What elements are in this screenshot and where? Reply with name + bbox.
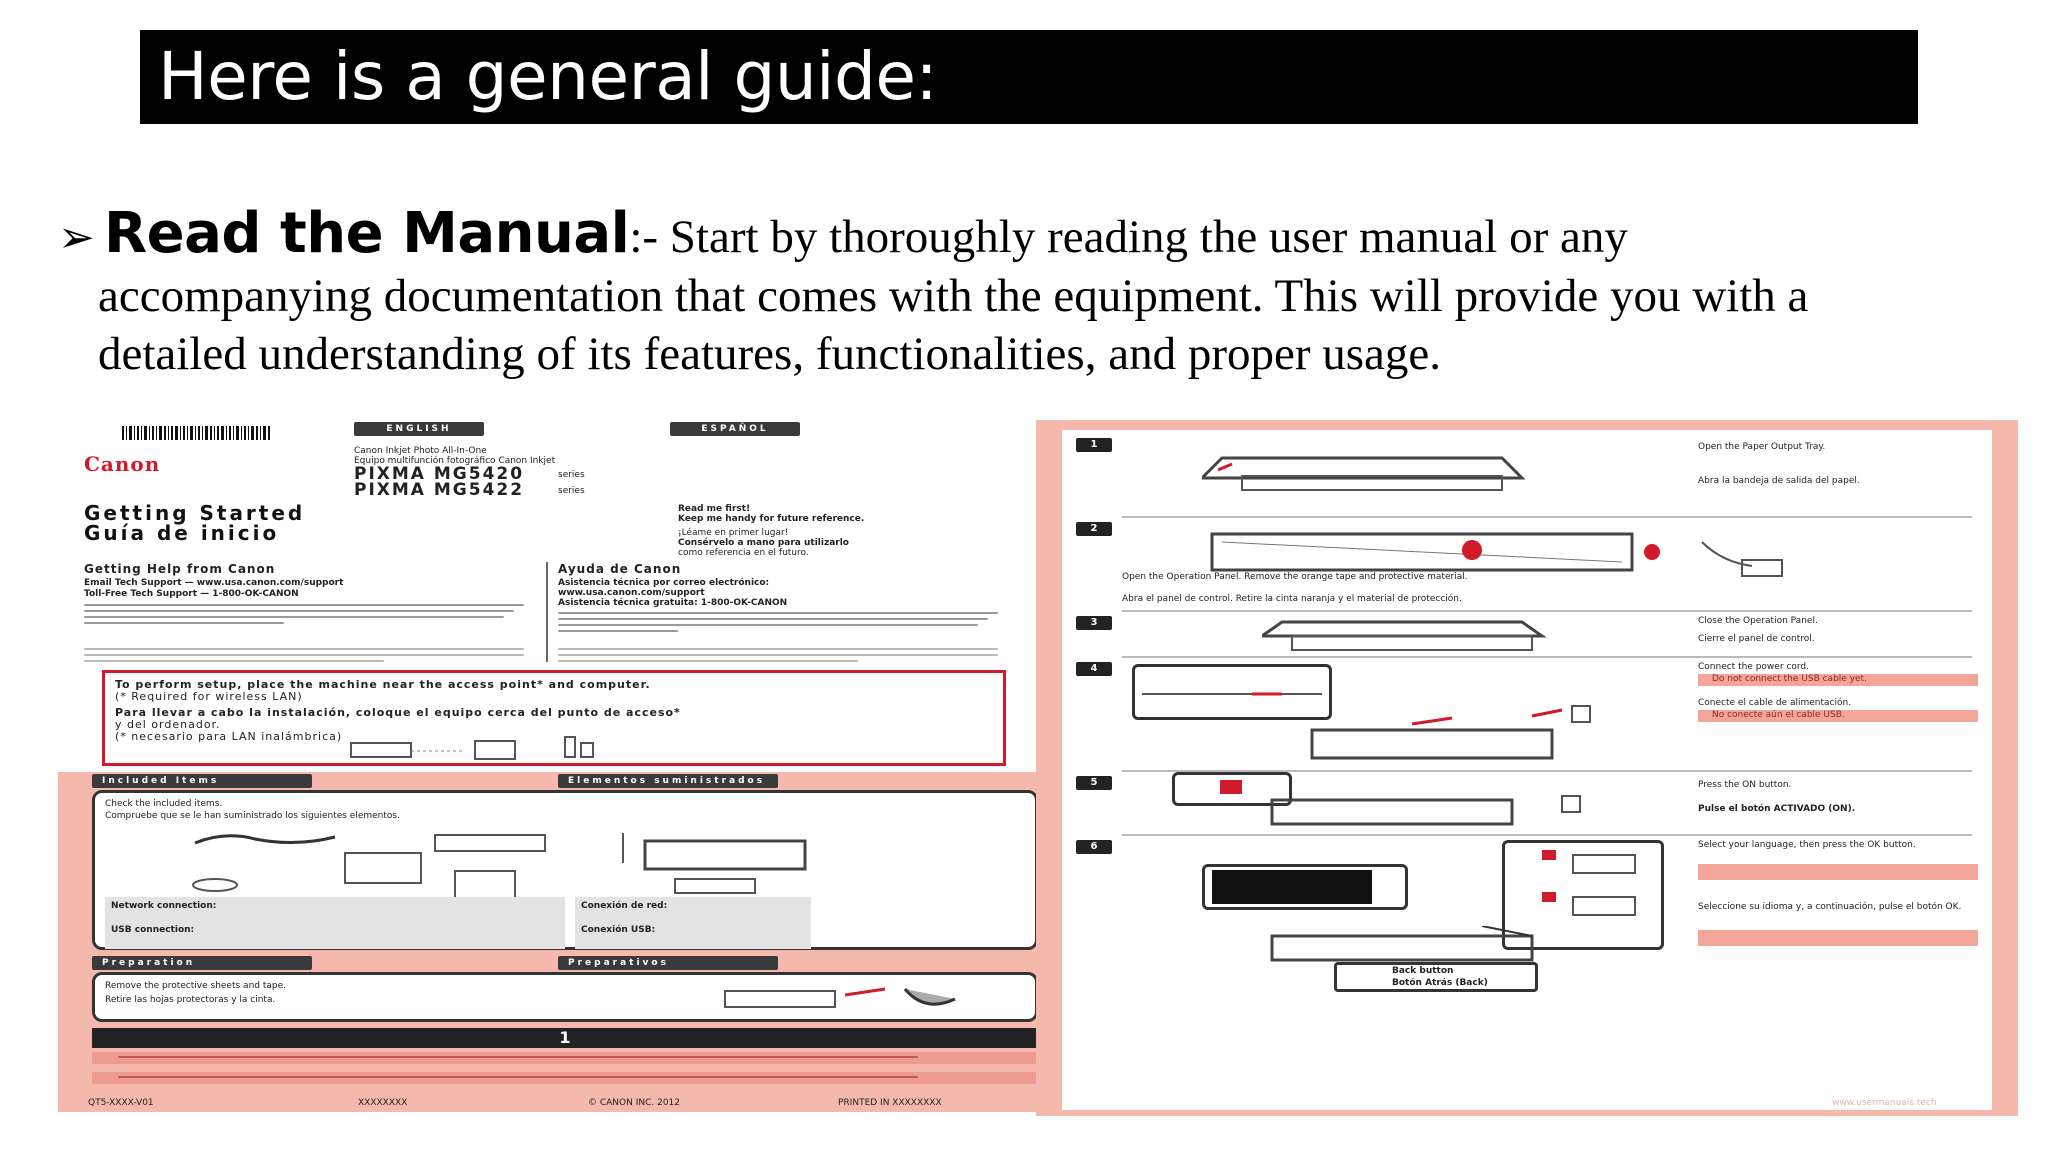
elementos-tag: Elementos suministrados xyxy=(558,774,778,788)
usb-en: USB connection: xyxy=(111,925,195,935)
footer-printed: PRINTED IN XXXXXXXX xyxy=(838,1098,942,1108)
step-5-number: 5 xyxy=(1076,776,1112,790)
step-2-es: Abra el panel de control. Retire la cint… xyxy=(1122,594,1462,604)
printer-step6-icon xyxy=(1270,926,1534,962)
preparativos-tag: Preparativos xyxy=(558,956,778,970)
step-5-en: Press the ON button. xyxy=(1698,780,1792,790)
printer-step2-icon xyxy=(1210,532,1783,577)
product-line2: Equipo multifunción fotográfico Canon In… xyxy=(354,456,556,466)
setup-en: To perform setup, place the machine near… xyxy=(115,678,651,691)
help-en-heading: Getting Help from Canon xyxy=(84,562,276,576)
setup-illustration-icon xyxy=(350,736,594,760)
remove-es: Retire las hojas protectoras y la cinta. xyxy=(105,995,276,1005)
step-3-en: Close the Operation Panel. xyxy=(1698,616,1818,626)
lang-tag-english: ENGLISH xyxy=(354,422,484,436)
bullet-first-line: ➢Read the Manual:- Start by thoroughly r… xyxy=(58,205,2008,267)
manual-right-sheet: 1 Open the Paper Output Tray. Abra la ba… xyxy=(1062,430,1992,1110)
bullet-text-line1: Start by thoroughly reading the user man… xyxy=(669,211,1628,263)
preparation-tag: Preparation xyxy=(92,956,312,970)
bullet-heading: Read the Manual xyxy=(104,201,630,266)
read-first: Read me first! xyxy=(678,504,751,514)
setup-es-3: (* necesario para LAN inalámbrica) xyxy=(115,730,343,743)
network-es: Conexión de red: xyxy=(581,901,668,911)
step-6-en: Select your language, then press the OK … xyxy=(1698,840,1916,850)
included-items-tag: Included Items xyxy=(92,774,312,788)
model-1-suffix: series xyxy=(558,470,585,480)
bullet-text-line2: accompanying documentation that comes wi… xyxy=(98,270,1809,322)
help-phone-es: Asistencia técnica gratuita: 1-800-OK-CA… xyxy=(558,598,788,608)
help-es-heading: Ayuda de Canon xyxy=(558,562,682,576)
usb-es: Conexión USB: xyxy=(581,925,656,935)
step-1-en: Open the Paper Output Tray. xyxy=(1698,442,1826,452)
step-4-en: Connect the power cord. xyxy=(1698,662,1809,672)
manual-page-right-image: 1 Open the Paper Output Tray. Abra la ba… xyxy=(1036,420,2018,1116)
lang-tag-spanish: ESPAÑOL xyxy=(670,422,800,436)
setup-en-2: (* Required for wireless LAN) xyxy=(115,690,303,703)
getting-started-heading: Getting Started xyxy=(84,501,306,525)
model-2: PIXMA MG5422 xyxy=(354,480,525,500)
canon-logo: Canon xyxy=(84,452,161,476)
arrow-bullet-icon: ➢ xyxy=(58,212,95,263)
step-1-banner: 1 xyxy=(92,1028,1038,1048)
step-3-number: 3 xyxy=(1076,616,1112,630)
back-button-es: Botón Atrás (Back) xyxy=(1392,978,1488,988)
preparation-box: Remove the protective sheets and tape. R… xyxy=(92,972,1038,1022)
setup-es-2: y del ordenador. xyxy=(115,718,221,731)
manual-page-left-image: Canon ENGLISH ESPAÑOL Canon Inkjet Photo… xyxy=(58,412,1040,1112)
slide-title: Here is a general guide: xyxy=(140,30,1918,124)
setup-notice-box: To perform setup, place the machine near… xyxy=(102,670,1006,766)
check-items-en: Check the included items. xyxy=(105,799,223,809)
bullet-separator: :- xyxy=(629,211,670,263)
help-phone-en: Toll-Free Tech Support — 1-800-OK-CANON xyxy=(84,589,299,599)
conservelo-2: como referencia en el futuro. xyxy=(678,548,809,558)
step-6-es: Seleccione su idioma y, a continuación, … xyxy=(1698,902,1962,912)
step-3-es: Cierre el panel de control. xyxy=(1698,634,1815,644)
leame: ¡Léame en primer lugar! xyxy=(678,528,789,538)
keep-handy: Keep me handy for future reference. xyxy=(678,514,865,524)
printer-step3-icon xyxy=(1262,620,1547,651)
step-6-number: 6 xyxy=(1076,840,1112,854)
help-email-es: Asistencia técnica por correo electrónic… xyxy=(558,578,770,588)
remove-en: Remove the protective sheets and tape. xyxy=(105,981,286,991)
footer-copyright: © CANON INC. 2012 xyxy=(588,1098,681,1108)
step-1-number: 1 xyxy=(1076,438,1112,452)
step-2-number: 2 xyxy=(1076,522,1112,536)
step-1-es: Abra la bandeja de salida del papel. xyxy=(1698,476,1860,486)
watermark: www.usermanuals.tech xyxy=(1832,1098,1937,1108)
product-line1: Canon Inkjet Photo All-In-One xyxy=(354,446,487,456)
model-1: PIXMA MG5420 xyxy=(354,464,525,484)
included-items-box: Check the included items. Compruebe que … xyxy=(92,790,1038,950)
step-4-number: 4 xyxy=(1076,662,1112,676)
footer-mid: XXXXXXXX xyxy=(358,1098,408,1108)
printer-step1-icon xyxy=(1202,456,1526,491)
setup-es: Para llevar a cabo la instalación, coloq… xyxy=(115,706,681,719)
network-en: Network connection: xyxy=(111,901,217,911)
step-4-es: Conecte el cable de alimentación. xyxy=(1698,698,1852,708)
usb-warning-es: No conecte aún el cable USB. xyxy=(1712,710,1845,720)
step-5-es: Pulse el botón ACTIVADO (ON). xyxy=(1698,804,1856,814)
guia-heading: Guía de inicio xyxy=(84,521,280,545)
help-email-en: Email Tech Support — www.usa.canon.com/s… xyxy=(84,578,344,588)
back-button-en: Back button xyxy=(1392,966,1454,976)
bullet-text-line3: detailed understanding of its features, … xyxy=(98,328,1441,380)
step-2-en: Open the Operation Panel. Remove the ora… xyxy=(1122,572,1468,582)
printer-step5-icon xyxy=(1270,795,1581,826)
footer-code: QT5-XXXX-V01 xyxy=(88,1098,154,1108)
help-web-es: www.usa.canon.com/support xyxy=(558,588,705,598)
barcode-icon xyxy=(122,426,270,440)
bullet-read-manual: ➢Read the Manual:- Start by thoroughly r… xyxy=(58,205,2008,383)
preparation-illustration-icon xyxy=(724,987,956,1008)
power-cord-illustration-icon xyxy=(1142,692,1591,760)
usb-warning-en: Do not connect the USB cable yet. xyxy=(1712,674,1867,684)
model-2-suffix: series xyxy=(558,486,585,496)
check-items-es: Compruebe que se le han suministrado los… xyxy=(105,811,400,821)
included-items-illustration-icon xyxy=(192,833,807,900)
conservelo: Consérvelo a mano para utilizarlo xyxy=(678,538,849,548)
